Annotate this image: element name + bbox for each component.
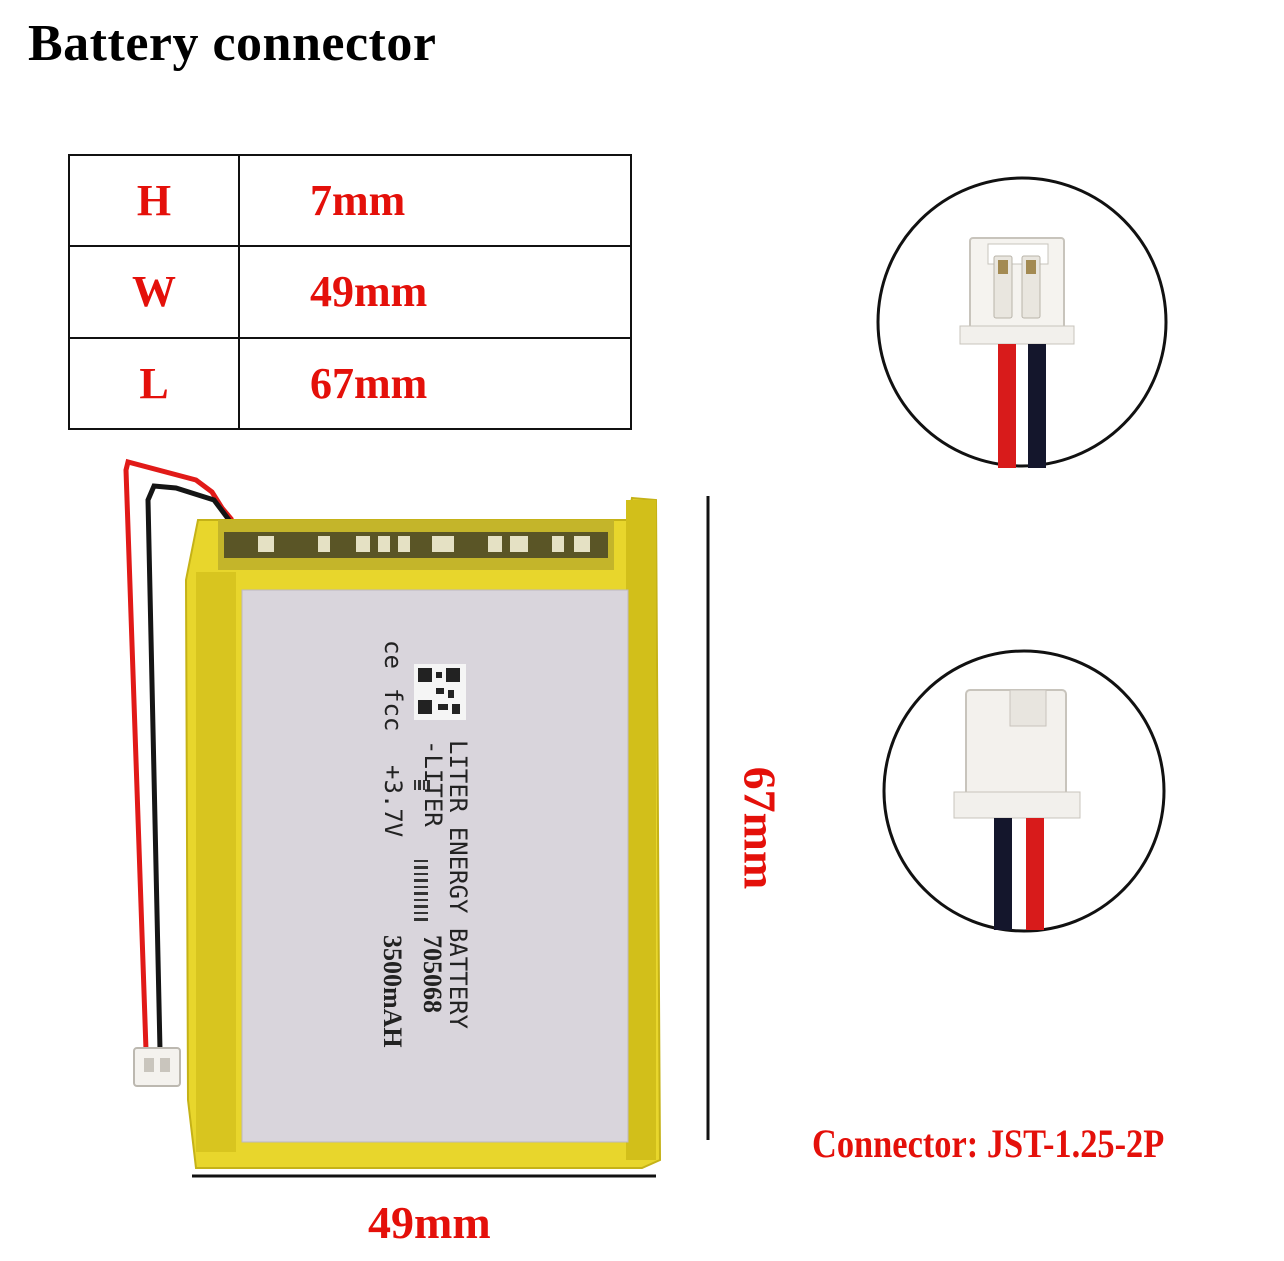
battery-capacity: 3500mAH bbox=[378, 935, 407, 1048]
spec-row-h: H 7mm bbox=[68, 153, 632, 248]
length-dimension-label: 67mm bbox=[734, 766, 786, 890]
cert-fcc: fcc bbox=[379, 688, 407, 732]
spec-table: H 7mm W 49mm L 67mm bbox=[68, 153, 632, 431]
battery-label: LITER ENERGY BATTERY -LITER 705068 3500m… bbox=[242, 590, 628, 1142]
battery-model: 705068 bbox=[418, 935, 447, 1013]
battery-wires bbox=[123, 458, 234, 1053]
qr-code-icon bbox=[414, 664, 466, 720]
spec-row-w: W 49mm bbox=[68, 245, 632, 339]
mini-connector-icon bbox=[133, 1047, 181, 1087]
page-title: Battery connector bbox=[28, 15, 437, 72]
spec-value: 7mm bbox=[238, 153, 632, 248]
barcode-icon bbox=[414, 780, 430, 921]
spec-value: 49mm bbox=[238, 245, 632, 339]
spec-value: 67mm bbox=[238, 336, 632, 431]
connector-side-view bbox=[882, 649, 1166, 933]
spec-row-l: L 67mm bbox=[68, 336, 632, 431]
spec-key: L bbox=[68, 336, 240, 431]
connector-top-view bbox=[876, 176, 1168, 468]
spec-key: W bbox=[68, 245, 240, 339]
battery-label-line2: -LITER bbox=[419, 740, 447, 827]
width-dimension-label: 49mm bbox=[368, 1197, 491, 1248]
connector-type-label: Connector: JST-1.25-2P bbox=[812, 1121, 1165, 1166]
battery-voltage: +3.7V bbox=[379, 765, 407, 838]
spec-key: H bbox=[68, 153, 240, 248]
battery-photo bbox=[184, 496, 662, 1169]
cert-ce: ce bbox=[379, 640, 407, 669]
battery-label-line1: LITER ENERGY BATTERY bbox=[444, 740, 472, 1029]
